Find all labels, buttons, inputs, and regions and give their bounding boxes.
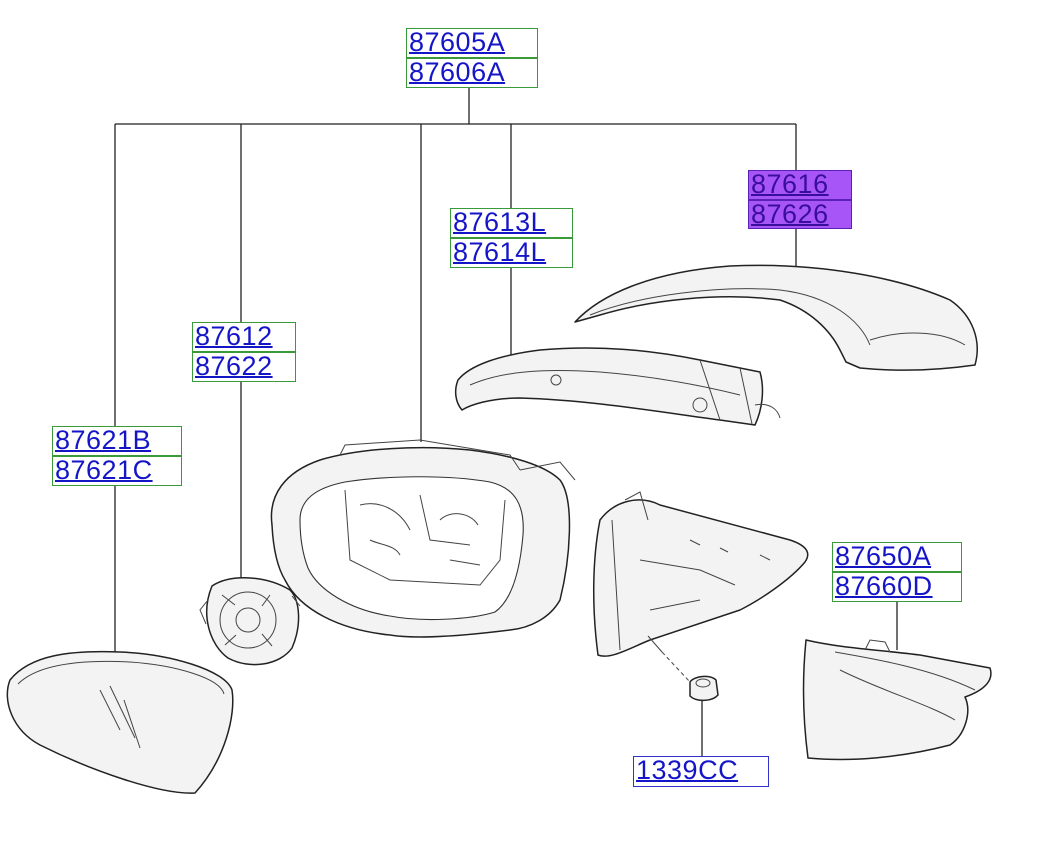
part-label-87621b[interactable]: 87621B (52, 426, 182, 456)
mirror-cover-part (574, 264, 978, 371)
part-label-87612[interactable]: 87612 (192, 322, 296, 352)
part-label-87613l[interactable]: 87613L (450, 208, 573, 238)
part-label-1339cc[interactable]: 1339CC (633, 756, 769, 787)
fastener-part (647, 635, 719, 702)
part-label-87660d[interactable]: 87660D (832, 572, 962, 602)
mirror-glass-part (6, 650, 234, 794)
part-label-87616[interactable]: 87616 (748, 170, 852, 200)
part-label-87650a[interactable]: 87650A (832, 542, 962, 572)
mirror-base-part (593, 491, 809, 657)
mirror-housing-part (270, 439, 576, 638)
turn-signal-lamp-part (454, 347, 781, 426)
leader-lines (114, 88, 898, 756)
part-label-87606a[interactable]: 87606A (406, 58, 538, 88)
actuator-part (199, 577, 301, 666)
part-label-87614l[interactable]: 87614L (450, 238, 573, 268)
part-label-87605a[interactable]: 87605A (406, 28, 538, 58)
part-label-87622[interactable]: 87622 (192, 352, 296, 382)
part-label-87626[interactable]: 87626 (748, 200, 852, 229)
part-label-87621c[interactable]: 87621C (52, 456, 182, 486)
lower-cover-part (802, 639, 992, 761)
